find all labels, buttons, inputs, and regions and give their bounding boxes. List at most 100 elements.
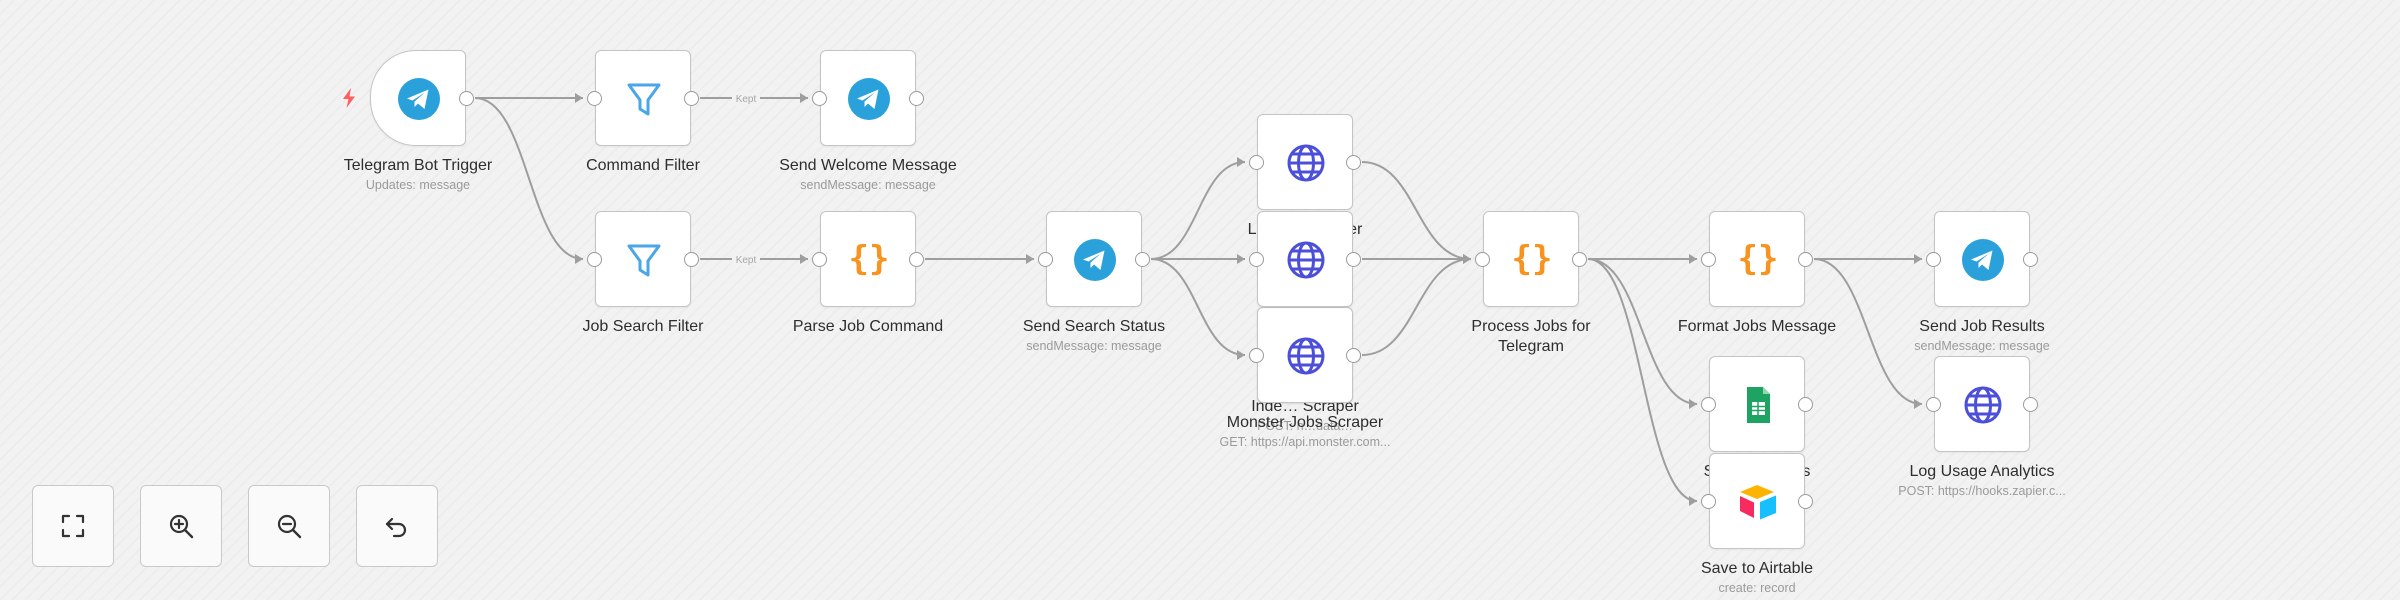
connection-arrowhead <box>1237 254 1245 264</box>
zoom-in-icon <box>169 514 194 539</box>
connection-indeed-jobs-scraper-to-process-jobs-for-telegram[interactable] <box>1361 258 1472 356</box>
connection-process-jobs-for-telegram-to-save-to-google-sheets[interactable] <box>1587 258 1698 405</box>
connection-linkedin-jobs-scraper-to-process-jobs-for-telegram[interactable] <box>1361 161 1472 260</box>
output-handle[interactable] <box>1798 397 1813 412</box>
trigger-bolt-icon <box>343 88 355 108</box>
format-jobs-message-node[interactable]: {} <box>1701 211 1813 307</box>
connection-arrowhead <box>1463 254 1471 264</box>
fullscreen-icon <box>61 514 85 538</box>
process-jobs-for-telegram-title: Process Jobs for Telegram <box>1471 318 1591 355</box>
connection-label-background <box>732 253 760 266</box>
input-handle[interactable] <box>1249 155 1264 170</box>
job-search-filter-node[interactable] <box>587 211 699 307</box>
zoom-in-button[interactable] <box>140 485 222 567</box>
connection-arrowhead <box>575 254 583 264</box>
parse-job-command-node[interactable]: {} <box>812 211 924 307</box>
output-handle[interactable] <box>684 91 699 106</box>
send-welcome-message-subtitle: sendMessage: message <box>800 178 936 192</box>
log-usage-analytics-title: Log Usage Analytics <box>1909 463 2055 480</box>
zoom-out-button[interactable] <box>248 485 330 567</box>
connection-arrowhead <box>1237 350 1245 360</box>
output-handle[interactable] <box>2023 252 2038 267</box>
output-handle[interactable] <box>2023 397 2038 412</box>
telegram-bot-trigger-node[interactable] <box>343 50 474 146</box>
zoom-out-icon <box>277 514 302 539</box>
svg-text:{}: {} <box>1738 239 1779 279</box>
output-handle[interactable] <box>459 91 474 106</box>
save-to-airtable-node[interactable] <box>1701 453 1813 549</box>
input-handle[interactable] <box>1038 252 1053 267</box>
input-handle[interactable] <box>1926 397 1941 412</box>
command-filter-title: Command Filter <box>586 157 700 174</box>
connection-arrowhead <box>1689 254 1697 264</box>
input-handle[interactable] <box>587 91 602 106</box>
connection-arrowhead <box>1237 157 1245 167</box>
parse-job-command-title: Parse Job Command <box>792 318 944 335</box>
output-handle[interactable] <box>1346 252 1361 267</box>
send-welcome-message-node[interactable] <box>812 50 924 146</box>
log-usage-analytics-node[interactable] <box>1926 356 2038 452</box>
input-handle[interactable] <box>1249 348 1264 363</box>
connection-telegram-bot-trigger-to-job-search-filter[interactable] <box>474 97 584 260</box>
input-handle[interactable] <box>1701 397 1716 412</box>
send-search-status-subtitle: sendMessage: message <box>1026 339 1162 353</box>
connection-arrowhead <box>1026 254 1034 264</box>
format-jobs-message-title: Format Jobs Message <box>1677 318 1837 335</box>
monster-jobs-scraper-title: Monster Jobs Scraper <box>1226 414 1384 431</box>
svg-text:{}: {} <box>849 239 890 279</box>
output-handle[interactable] <box>909 252 924 267</box>
output-handle[interactable] <box>909 91 924 106</box>
connection-arrowhead <box>800 254 808 264</box>
process-jobs-for-telegram-node[interactable]: {} <box>1475 211 1587 307</box>
send-search-status-title: Send Search Status <box>1022 318 1166 335</box>
output-handle[interactable] <box>684 252 699 267</box>
connection-arrowhead <box>1914 399 1922 409</box>
connection-send-search-status-to-indeed-jobs-scraper[interactable] <box>1150 258 1246 356</box>
input-handle[interactable] <box>587 252 602 267</box>
indeed-jobs-scraper-node[interactable] <box>1249 307 1361 403</box>
command-filter-node[interactable] <box>587 50 699 146</box>
connection-arrowhead <box>800 93 808 103</box>
connection-arrowhead <box>1689 496 1697 506</box>
input-handle[interactable] <box>1475 252 1490 267</box>
telegram-bot-trigger-title: Telegram Bot Trigger <box>343 157 493 174</box>
connection-arrowhead <box>575 93 583 103</box>
middle-jobs-scraper-node[interactable] <box>1249 211 1361 307</box>
connection-process-jobs-for-telegram-to-save-to-airtable[interactable] <box>1587 258 1698 502</box>
send-job-results-title: Send Job Results <box>1919 318 2045 335</box>
connection-label: Kept <box>736 94 757 105</box>
save-to-airtable-title: Save to Airtable <box>1700 560 1814 577</box>
output-handle[interactable] <box>1572 252 1587 267</box>
input-handle[interactable] <box>812 252 827 267</box>
connection-send-search-status-to-linkedin-jobs-scraper[interactable] <box>1150 161 1246 260</box>
svg-text:{}: {} <box>1512 239 1553 279</box>
output-handle[interactable] <box>1346 348 1361 363</box>
send-search-status-node[interactable] <box>1038 211 1150 307</box>
undo-button[interactable] <box>356 485 438 567</box>
save-to-airtable-subtitle: create: record <box>1718 581 1796 595</box>
linkedin-jobs-scraper-node[interactable] <box>1249 114 1361 210</box>
output-handle[interactable] <box>1798 494 1813 509</box>
job-search-filter-title: Job Search Filter <box>582 318 704 335</box>
connection-label-background <box>732 92 760 105</box>
connection-format-jobs-message-to-log-usage-analytics[interactable] <box>1813 258 1923 405</box>
input-handle[interactable] <box>812 91 827 106</box>
input-handle[interactable] <box>1926 252 1941 267</box>
output-handle[interactable] <box>1135 252 1150 267</box>
save-to-google-sheets-node[interactable] <box>1701 356 1813 452</box>
zoom-to-fit-button[interactable] <box>32 485 114 567</box>
monster-jobs-scraper-subtitle: GET: https://api.monster.com... <box>1219 435 1391 449</box>
output-handle[interactable] <box>1346 155 1361 170</box>
input-handle[interactable] <box>1701 252 1716 267</box>
connection-arrowhead <box>1689 399 1697 409</box>
send-job-results-node[interactable] <box>1926 211 2038 307</box>
send-welcome-message-title: Send Welcome Message <box>779 157 957 174</box>
output-handle[interactable] <box>1798 252 1813 267</box>
log-usage-analytics-subtitle: POST: https://hooks.zapier.c... <box>1898 484 2066 498</box>
input-handle[interactable] <box>1701 494 1716 509</box>
input-handle[interactable] <box>1249 252 1264 267</box>
connection-arrowhead <box>1914 254 1922 264</box>
undo-icon <box>385 517 407 538</box>
